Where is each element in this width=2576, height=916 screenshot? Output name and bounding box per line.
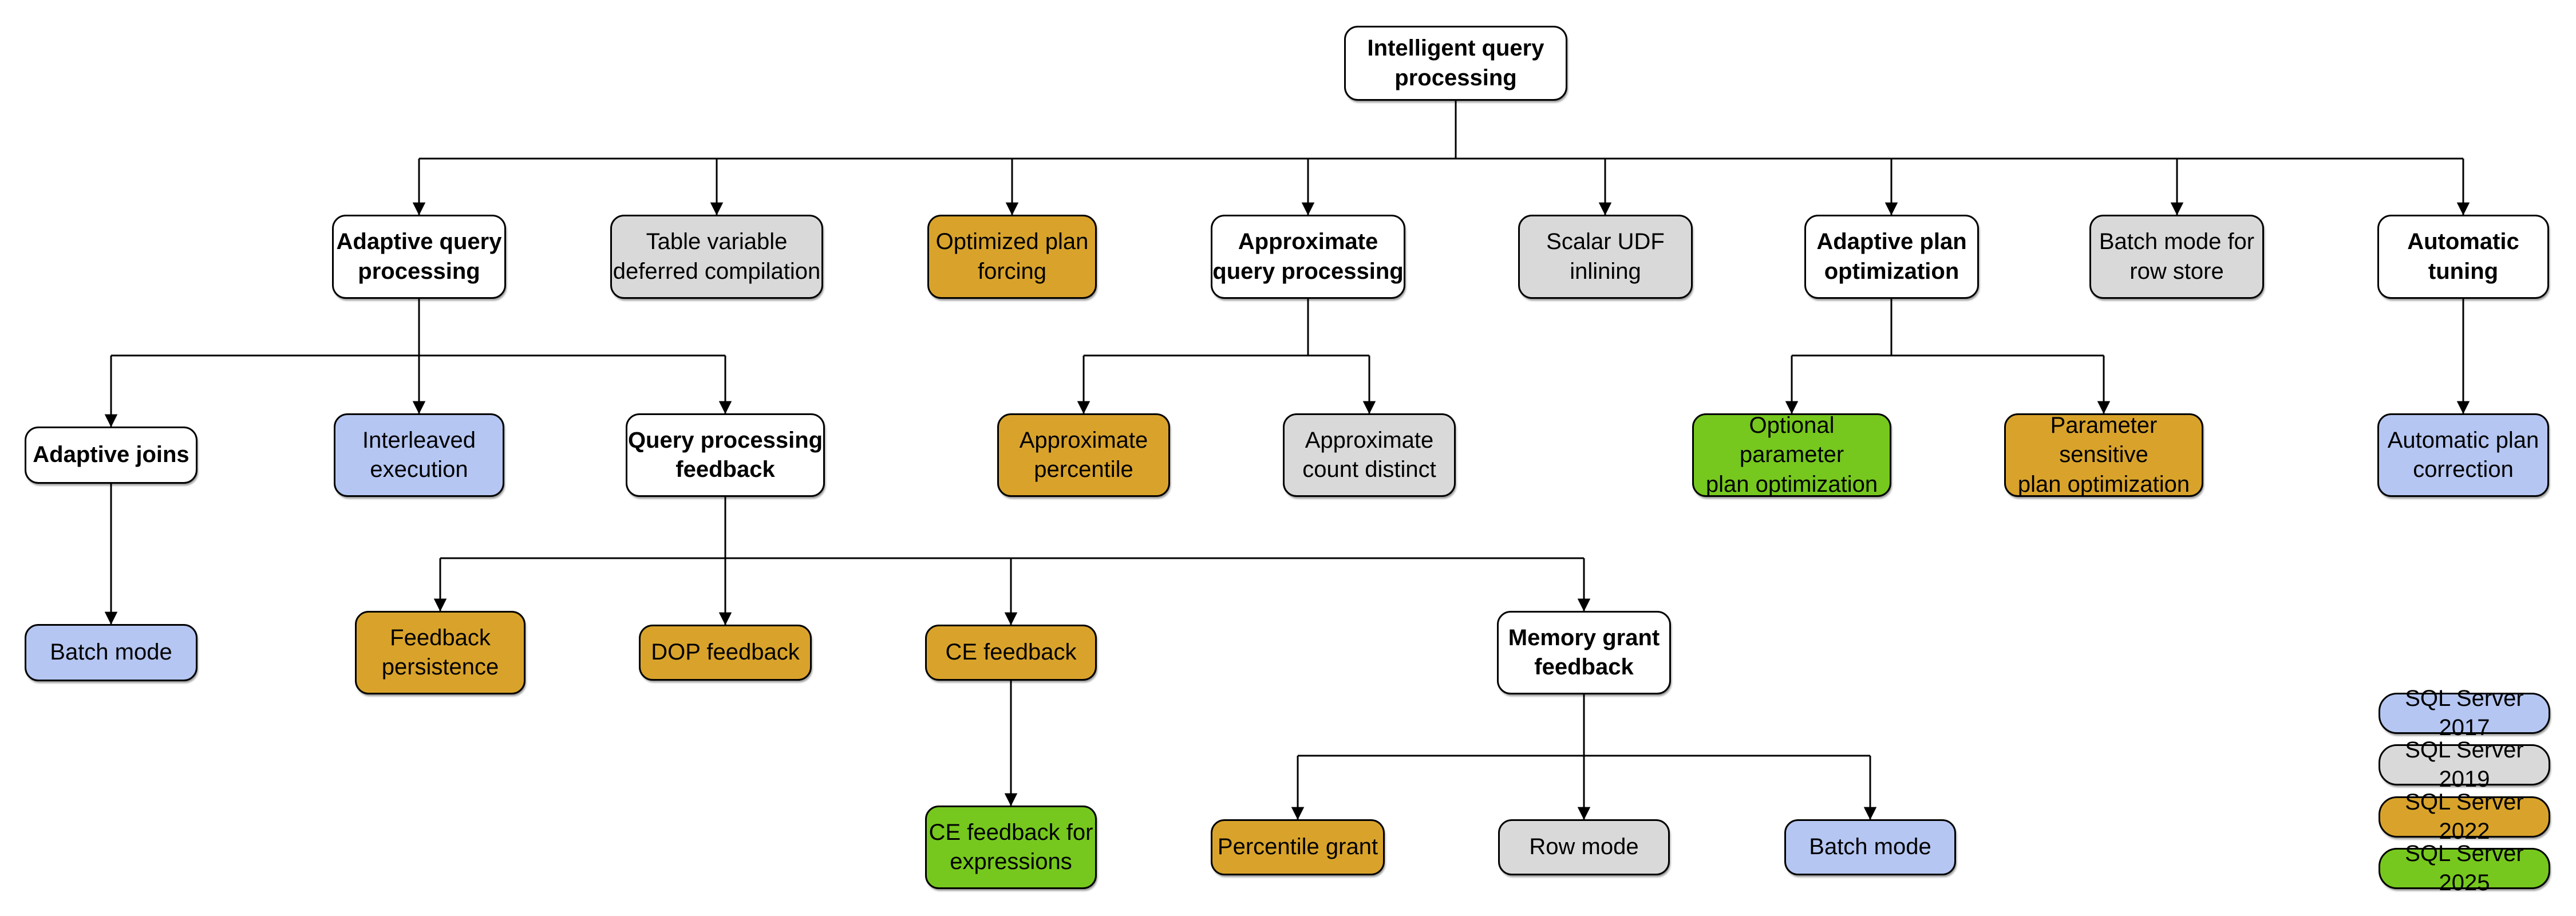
node-adaptive-joins: Adaptive joins <box>25 427 197 484</box>
node-dop-feedback: DOP feedback <box>639 625 812 681</box>
node-intelligent-query-processing: Intelligent query processing <box>1344 26 1567 101</box>
node-interleaved-execution: Interleaved execution <box>334 413 504 497</box>
node-parameter-sensitive-plan-optimization: Parameter sensitive plan optimization <box>2004 413 2203 497</box>
node-adaptive-query-processing: Adaptive query processing <box>332 215 506 299</box>
node-ce-feedback-for-expressions: CE feedback for expressions <box>925 806 1097 889</box>
node-approximate-percentile: Approximate percentile <box>997 413 1170 497</box>
node-row-mode: Row mode <box>1498 819 1670 875</box>
legend-sql-server-2025: SQL Server 2025 <box>2379 841 2550 895</box>
node-table-variable-deferred-compilation: Table variable deferred compilation <box>610 215 823 299</box>
node-approximate-count-distinct: Approximate count distinct <box>1283 413 1456 497</box>
node-batch-mode-under-memory-grant-feedback: Batch mode <box>1784 819 1956 875</box>
node-scalar-udf-inlining: Scalar UDF inlining <box>1518 215 1693 299</box>
connector-lines <box>104 101 2470 820</box>
node-adaptive-plan-optimization: Adaptive plan optimization <box>1804 215 1979 299</box>
node-optional-parameter-plan-optimization: Optional parameter plan optimization <box>1692 413 1891 497</box>
node-query-processing-feedback: Query processing feedback <box>626 413 825 497</box>
node-batch-mode-under-adaptive-joins: Batch mode <box>25 624 197 681</box>
node-optimized-plan-forcing: Optimized plan forcing <box>927 215 1097 299</box>
legend-sql-server-2017: SQL Server 2017 <box>2379 686 2550 740</box>
node-feedback-persistence: Feedback persistence <box>355 611 526 694</box>
legend-sql-server-2022: SQL Server 2022 <box>2379 789 2550 844</box>
node-approximate-query-processing: Approximate query processing <box>1211 215 1405 299</box>
node-memory-grant-feedback: Memory grant feedback <box>1497 611 1671 694</box>
node-automatic-plan-correction: Automatic plan correction <box>2377 413 2549 497</box>
node-ce-feedback: CE feedback <box>925 625 1097 681</box>
node-automatic-tuning: Automatic tuning <box>2377 215 2549 299</box>
legend-sql-server-2019: SQL Server 2019 <box>2379 737 2550 792</box>
node-batch-mode-for-row-store: Batch mode for row store <box>2089 215 2264 299</box>
node-percentile-grant: Percentile grant <box>1211 819 1385 875</box>
